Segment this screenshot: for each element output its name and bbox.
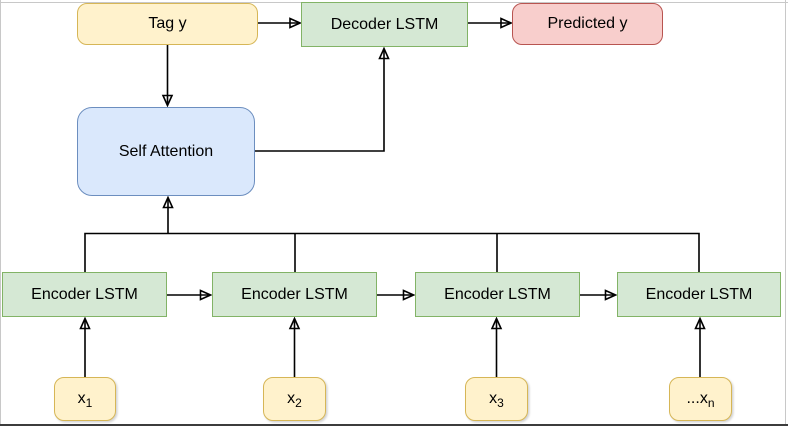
node-tag-y: Tag y [77,3,258,45]
node-input-x3: x3 [465,377,528,421]
node-tag-y-label: Tag y [148,15,187,32]
node-input-x1: x1 [54,377,116,421]
node-predicted-y-label: Predicted y [547,15,628,32]
edge-encoder-bus [84,232,700,272]
node-input-xn: ...xn [669,377,732,421]
node-encoder-lstm-2: Encoder LSTM [212,272,377,317]
node-decoder-lstm: Decoder LSTM [301,2,468,47]
node-predicted-y: Predicted y [512,3,663,45]
node-decoder-lstm-label: Decoder LSTM [330,15,439,33]
node-encoder-lstm-1: Encoder LSTM [2,272,167,317]
node-input-x2-label: x2 [287,390,302,410]
node-input-x3-label: x3 [489,390,504,410]
canvas-border-bottom [0,424,788,426]
node-encoder-lstm-2-label: Encoder LSTM [241,285,348,303]
node-encoder-lstm-3: Encoder LSTM [415,272,580,317]
node-self-attention-label: Self Attention [118,142,214,160]
node-encoder-lstm-1-label: Encoder LSTM [31,285,138,303]
node-input-x1-label: x1 [77,390,93,410]
node-encoder-lstm-3-label: Encoder LSTM [444,285,551,303]
node-encoder-lstm-4: Encoder LSTM [617,272,781,317]
node-input-xn-label: ...xn [686,390,715,410]
canvas-border-right [785,0,786,426]
edge-self-attention-to-decoder-lstm [255,49,384,152]
node-input-x2: x2 [263,377,326,421]
canvas-border-left [0,0,1,426]
node-encoder-lstm-4-label: Encoder LSTM [645,285,753,303]
node-self-attention: Self Attention [77,107,255,196]
